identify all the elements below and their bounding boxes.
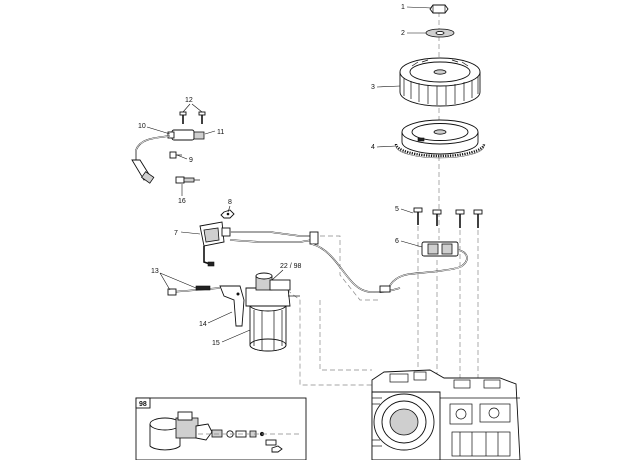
part-12-screws [179,111,206,124]
part-8-nut [220,209,235,219]
part-2-washer [425,28,455,38]
part-10-spark-plug-lead [131,135,171,184]
engine-block [371,369,521,460]
part-11-ignition-coil [167,129,205,141]
callout-15: 15 [212,340,220,347]
part-13-battery-cable [167,285,221,296]
part-3-cooling-fan [399,57,481,107]
part-7-regulator [199,221,401,293]
callout-16: 16 [178,198,186,205]
part-4-flywheel [394,119,486,159]
part-6-stator-coil [387,241,468,291]
callout-2: 2 [401,30,405,37]
part-14-bracket [219,285,245,327]
callout-9: 9 [189,157,193,164]
part-1-nut [429,4,449,14]
callout-14: 14 [199,321,207,328]
part-9-screw [169,151,182,159]
inset-label-98: 98 [139,401,147,408]
callout-10: 10 [138,123,146,130]
callout-7: 7 [174,230,178,237]
callout-1: 1 [401,4,405,11]
callout-13: 13 [151,268,159,275]
callout-3: 3 [371,84,375,91]
callout-5: 5 [395,206,399,213]
callout-22-98: 22 / 98 [280,263,302,270]
callout-6: 6 [395,238,399,245]
callout-4: 4 [371,144,375,151]
part-5-mounting-screws [413,207,483,228]
inset-box-98 [135,397,307,460]
callout-labels: 1 2 3 4 5 6 7 8 9 10 11 12 13 14 15 16 2… [138,4,405,408]
callout-8: 8 [228,199,232,206]
callout-11: 11 [217,129,224,136]
part-16-spark-plug [175,176,200,184]
leader-lines [146,6,433,343]
inset-starter-exploded [149,411,300,453]
part-15-starter-motor [245,272,300,352]
callout-12: 12 [185,97,193,104]
